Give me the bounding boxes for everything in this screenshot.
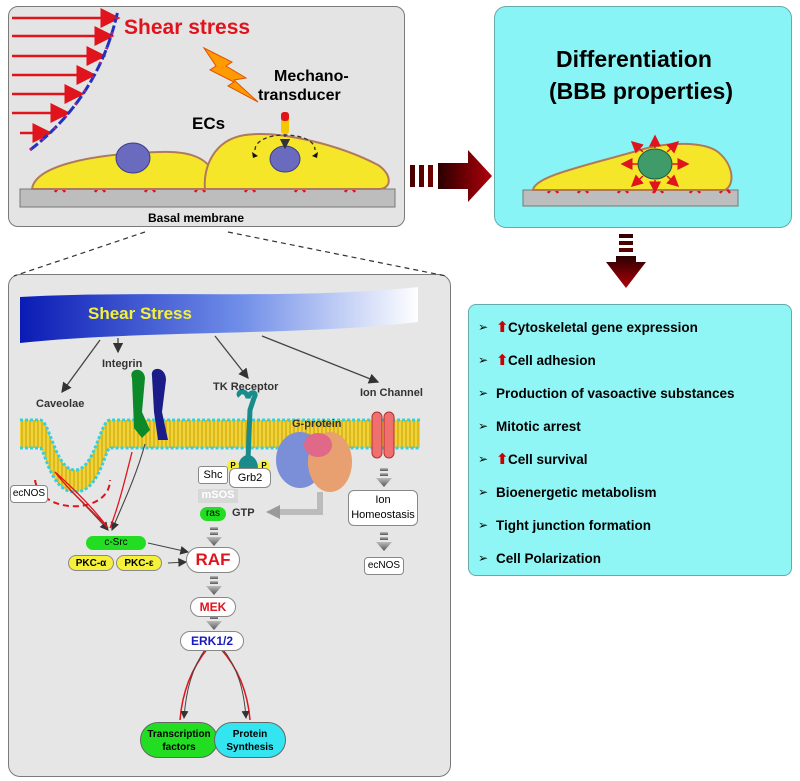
mechanotransducer-label-2: transducer (258, 87, 341, 104)
effect-label: Tight junction formation (496, 517, 651, 533)
effect-label: Cytoskeletal gene expression (508, 319, 698, 335)
shc-box: Shc (198, 466, 228, 484)
arrow-to-effects (606, 234, 646, 288)
csrc-box: c-Src (86, 536, 146, 550)
ion-homeostasis-line-1: Ion (375, 494, 391, 506)
increase-arrow-icon: ⬆ (496, 319, 509, 336)
effect-label: Production of vasoactive substances (496, 385, 735, 401)
bullet-arrow-icon: ➢ (478, 452, 489, 466)
bullet-arrow-icon: ➢ (478, 485, 489, 499)
transcription-factors-line-1: Transcription (147, 729, 211, 740)
effect-item: ➢ Cell Polarization (478, 547, 601, 569)
effect-item: ➢ ⬆Cytoskeletal gene expression (478, 316, 698, 338)
integrin-icon (131, 368, 168, 440)
lightning-bolt-icon (202, 46, 259, 103)
pkc-epsilon-box: PKC-ε (116, 555, 162, 571)
effect-item: ➢ Production of vasoactive substances (478, 382, 735, 404)
ion-homeostasis-line-2: Homeostasis (351, 509, 415, 521)
effect-label: Mitotic arrest (496, 418, 581, 434)
effect-item: ➢ Tight junction formation (478, 514, 651, 536)
mek-box: MEK (190, 597, 236, 617)
ras-box: ras (200, 507, 226, 521)
ion-homeostasis-box: Ion Homeostasis (348, 490, 418, 526)
shear-arrows (12, 8, 121, 143)
increase-arrow-icon: ⬆ (496, 451, 509, 468)
effect-label: Cell survival (508, 451, 588, 467)
arrow-to-differentiation (410, 150, 492, 202)
effect-item: ➢ ⬆Cell survival (478, 448, 588, 470)
bullet-arrow-icon: ➢ (478, 518, 489, 532)
mechanotransducer-label-1: Mechano- (274, 68, 349, 85)
ion-channel-icon (371, 411, 395, 459)
effect-item: ➢ Bioenergetic metabolism (478, 481, 657, 503)
caveolae-label: Caveolae (36, 398, 85, 410)
ecnos-right-box: ecNOS (364, 557, 404, 575)
ion-channel-label: Ion Channel (360, 387, 423, 399)
effects-panel (468, 304, 792, 576)
ecs-label: ECs (192, 114, 226, 133)
transcription-factors-line-2: factors (162, 742, 196, 753)
nucleus-right (269, 145, 301, 173)
gtp-label: GTP (232, 507, 255, 519)
bullet-arrow-icon: ➢ (478, 320, 489, 334)
effect-label: Cell adhesion (508, 352, 596, 368)
bullet-arrow-icon: ➢ (478, 386, 489, 400)
grb2-box: Grb2 (229, 468, 271, 488)
effect-label: Cell Polarization (496, 550, 602, 566)
g-protein-label: G-protein (292, 418, 342, 430)
tk-receptor-label: TK Receptor (213, 381, 279, 393)
effect-item: ➢ Mitotic arrest (478, 415, 581, 437)
protein-synthesis-line-1: Protein (232, 729, 268, 740)
shear-stress-label: Shear stress (124, 16, 251, 39)
nucleus-differentiated (637, 148, 673, 180)
velocity-profile-curve (29, 9, 120, 152)
transcription-factors-box: Transcription factors (140, 722, 218, 758)
pkc-alpha-box: PKC-α (68, 555, 114, 571)
effect-label: Bioenergetic metabolism (496, 484, 657, 500)
bullet-arrow-icon: ➢ (478, 551, 489, 565)
protein-synthesis-line-2: Synthesis (226, 742, 274, 753)
banner-label: Shear Stress (88, 304, 192, 323)
ecnos-left-box: ecNOS (10, 485, 48, 503)
differentiation-title-1: Differentiation (556, 46, 712, 72)
raf-box: RAF (186, 547, 240, 573)
basal-membrane-label: Basal membrane (148, 211, 245, 225)
bullet-arrow-icon: ➢ (478, 419, 489, 433)
differentiated-cell (531, 142, 733, 191)
bullet-arrow-icon: ➢ (478, 353, 489, 367)
basal-membrane-strip (19, 188, 396, 208)
differentiation-title-2: (BBB properties) (549, 78, 734, 104)
increase-arrow-icon: ⬆ (496, 352, 509, 369)
integrin-label: Integrin (102, 358, 143, 370)
erk-box: ERK1/2 (180, 631, 244, 651)
effect-item: ➢ ⬆Cell adhesion (478, 349, 596, 371)
shear-stress-banner (20, 287, 418, 343)
msos-box: mSOS (198, 489, 238, 503)
protein-synthesis-box: Protein Synthesis (214, 722, 286, 758)
nucleus-left (115, 142, 151, 174)
g-protein-icon (276, 432, 352, 492)
